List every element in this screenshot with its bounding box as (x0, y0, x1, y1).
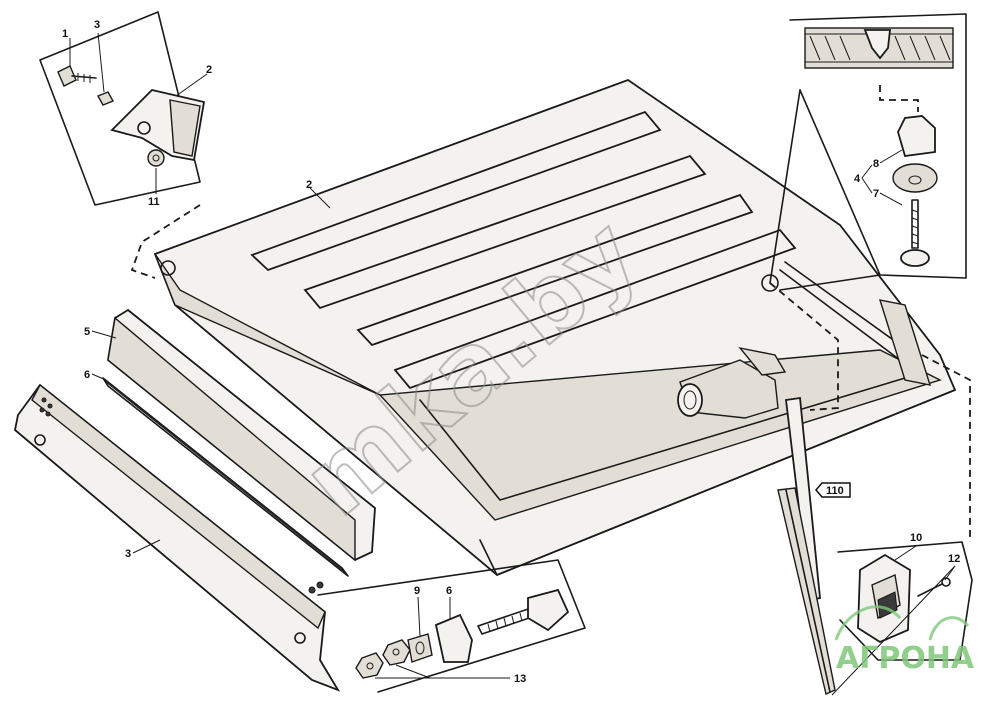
callout-10: 10 (910, 532, 922, 544)
callout-6-bottom: 6 (446, 585, 452, 597)
callout-4: 4 (854, 173, 861, 185)
agrona-logo: АГРОНА (834, 605, 975, 676)
callout-12: 12 (948, 553, 960, 565)
reference-tag: 110 (815, 482, 851, 498)
seal-strip-6 (102, 377, 349, 577)
trim-bar-3 (14, 383, 341, 692)
logo-text: АГРОНА (836, 641, 975, 676)
callout-6-left: 6 (84, 369, 90, 381)
reference-label: 110 (826, 485, 844, 497)
stud-detail-frame (308, 559, 586, 693)
callout-9: 9 (414, 585, 420, 597)
callout-3-left: 3 (125, 548, 131, 560)
hinge-detail-frame (39, 11, 206, 206)
callout-8: 8 (873, 158, 879, 170)
roof-assembly (153, 78, 957, 577)
clip-detail-frame (769, 13, 967, 291)
handle-detail-frame (837, 354, 973, 661)
callout-11: 11 (148, 196, 160, 208)
callout-7: 7 (873, 188, 879, 200)
callout-13: 13 (514, 673, 526, 685)
callout-2-roof: 2 (306, 179, 312, 191)
callout-5: 5 (84, 326, 90, 338)
visor-panel-5 (107, 308, 376, 562)
callout-2-top: 2 (206, 64, 212, 76)
wiper-motor-assembly (677, 282, 839, 695)
callout-1: 1 (62, 28, 68, 40)
callout-3-top: 3 (94, 19, 100, 31)
